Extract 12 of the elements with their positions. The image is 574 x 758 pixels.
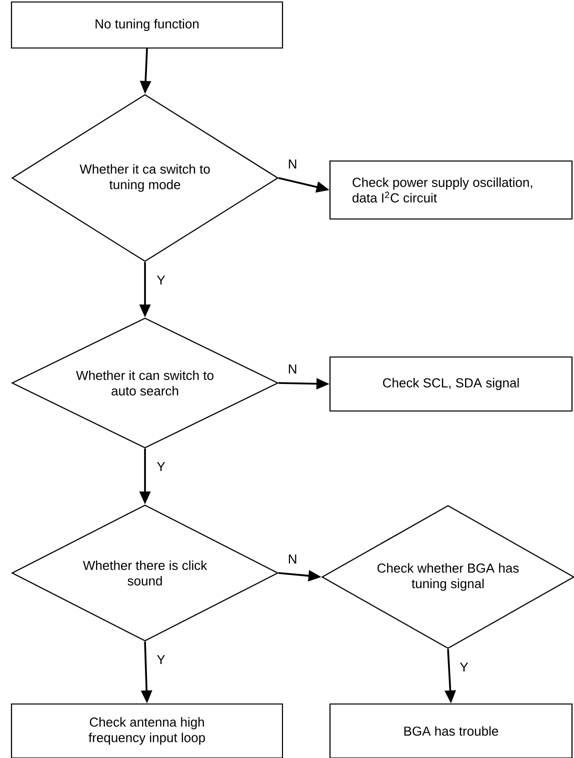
edge-label: Y <box>156 462 166 472</box>
process-box: No tuning function <box>10 1 284 49</box>
process-box: Check antenna high frequency input loop <box>10 703 284 758</box>
process-box: Check SCL, SDA signal <box>329 356 573 412</box>
edge-label: Y <box>156 276 166 285</box>
edge-label: N <box>288 160 296 168</box>
process-box: BGA has trouble <box>329 703 573 758</box>
edge-label: Y <box>156 655 166 664</box>
edge-label: Y <box>460 662 468 672</box>
edge-label: N <box>288 554 296 564</box>
edge-label: N <box>288 364 296 374</box>
process-box: Check power supply oscillation, data I$^{2}$C circuit <box>329 160 573 220</box>
